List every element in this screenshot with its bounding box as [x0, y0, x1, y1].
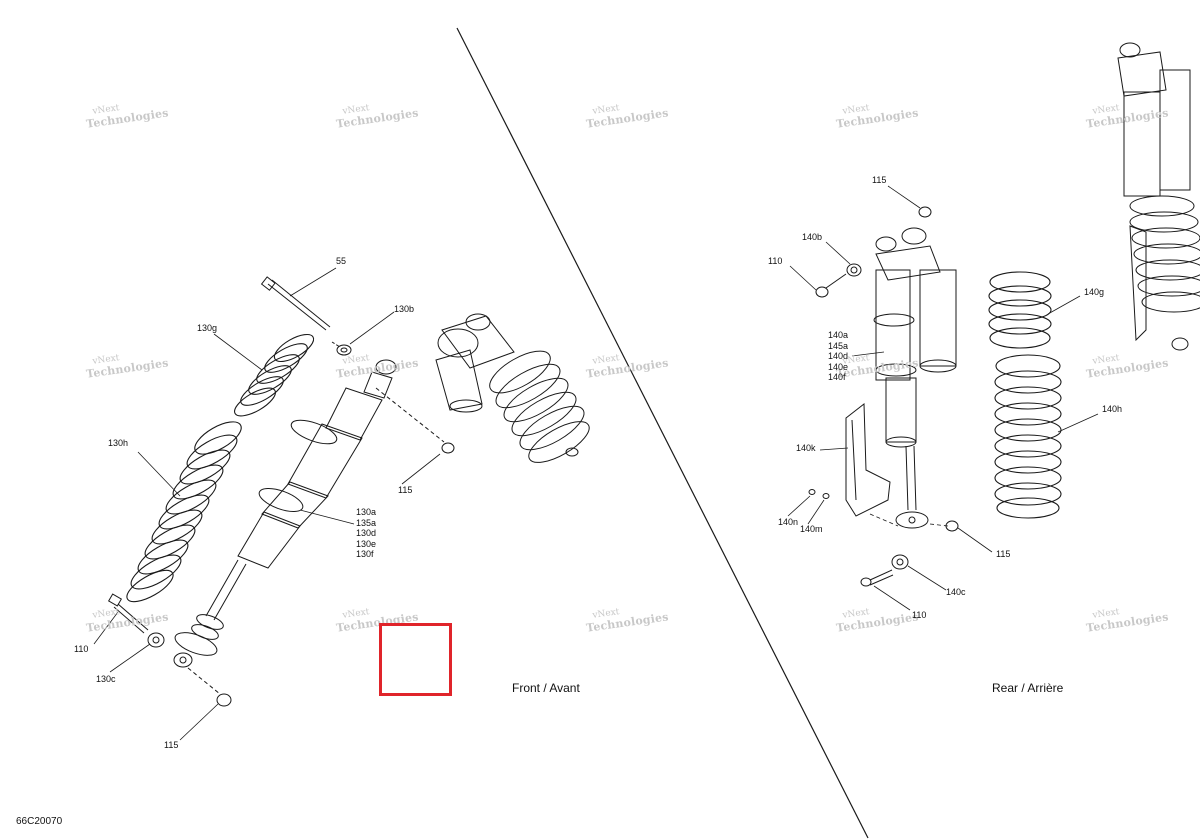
- callout-140-group: 140a 145a 140d 140e 140f: [828, 330, 848, 383]
- front-shock-body: [173, 359, 397, 668]
- callout-140a[interactable]: 140a: [828, 330, 849, 340]
- rear-leader-lines: [787, 185, 1099, 611]
- callout-135a[interactable]: 135a: [356, 517, 377, 528]
- callout-140g[interactable]: 140g: [1084, 287, 1105, 297]
- front-shock-assembly: [93, 267, 590, 741]
- spring-130h: [126, 421, 242, 603]
- panel-divider: [456, 27, 869, 839]
- screw-140n: [808, 489, 816, 495]
- callout-140e[interactable]: 140e: [828, 361, 849, 372]
- bolt-110-rear-top: [815, 273, 847, 298]
- callout-140b[interactable]: 140b: [802, 232, 823, 242]
- callout-55[interactable]: 55: [336, 256, 347, 266]
- callout-130h[interactable]: 130h: [108, 438, 129, 448]
- callout-140k[interactable]: 140k: [796, 443, 816, 453]
- callout-140d[interactable]: 140d: [828, 351, 849, 361]
- callout-115-front-top[interactable]: 115: [398, 485, 413, 495]
- callout-140m[interactable]: 140m: [800, 524, 823, 534]
- nut-115-front-bottom: [187, 667, 232, 707]
- nut-115-front-top: [375, 387, 455, 454]
- callout-130f[interactable]: 130f: [356, 549, 374, 559]
- bushing-130c: [147, 632, 165, 648]
- spring-140h: [994, 354, 1062, 519]
- nut-130b: [331, 341, 352, 356]
- callout-110-rear-bottom[interactable]: 110: [912, 610, 927, 620]
- callout-140c[interactable]: 140c: [946, 587, 966, 597]
- callout-115-rear-right[interactable]: 115: [996, 549, 1011, 559]
- callout-110-front[interactable]: 110: [74, 644, 89, 654]
- callout-130-group: 130a 135a 130d 130e 130f: [356, 507, 376, 560]
- callout-115-front-bottom[interactable]: 115: [164, 740, 179, 750]
- bushing-140c: [891, 554, 909, 570]
- rear-shock-assembled: [1117, 42, 1200, 351]
- callout-110-rear-top[interactable]: 110: [768, 256, 783, 266]
- lower-spring-seat: [174, 614, 224, 656]
- callout-130b[interactable]: 130b: [394, 304, 415, 314]
- callout-130a[interactable]: 130a: [356, 507, 377, 517]
- bolt-110-front: [107, 593, 149, 634]
- spring-140g: [988, 271, 1052, 349]
- callout-140h[interactable]: 140h: [1102, 404, 1123, 414]
- front-shock-assembled: [435, 313, 590, 463]
- front-panel-caption: Front / Avant: [512, 681, 580, 695]
- callout-130c[interactable]: 130c: [96, 674, 116, 684]
- rear-shock-body: [873, 227, 957, 529]
- spring-130g: [234, 333, 315, 417]
- bushing-140b: [846, 263, 862, 277]
- callout-140n[interactable]: 140n: [778, 517, 799, 527]
- bolt-55: [260, 276, 331, 331]
- bracket-140k: [845, 403, 891, 517]
- rear-panel-caption: Rear / Arrière: [992, 681, 1064, 695]
- callout-130g[interactable]: 130g: [197, 323, 218, 333]
- document-id: 66C20070: [16, 816, 63, 827]
- callout-130d[interactable]: 130d: [356, 528, 377, 538]
- nut-115-rear-top: [918, 206, 932, 218]
- front-leader-lines: [93, 267, 441, 741]
- bolt-110-rear-bottom: [860, 569, 894, 587]
- washer-140m: [822, 493, 830, 499]
- callout-145a[interactable]: 145a: [828, 340, 849, 351]
- callout-130e[interactable]: 130e: [356, 538, 377, 549]
- highlight-box: [379, 623, 452, 696]
- rear-shock-assembly: [787, 42, 1200, 611]
- callout-115-rear-top[interactable]: 115: [872, 175, 887, 185]
- callout-140f[interactable]: 140f: [828, 372, 846, 382]
